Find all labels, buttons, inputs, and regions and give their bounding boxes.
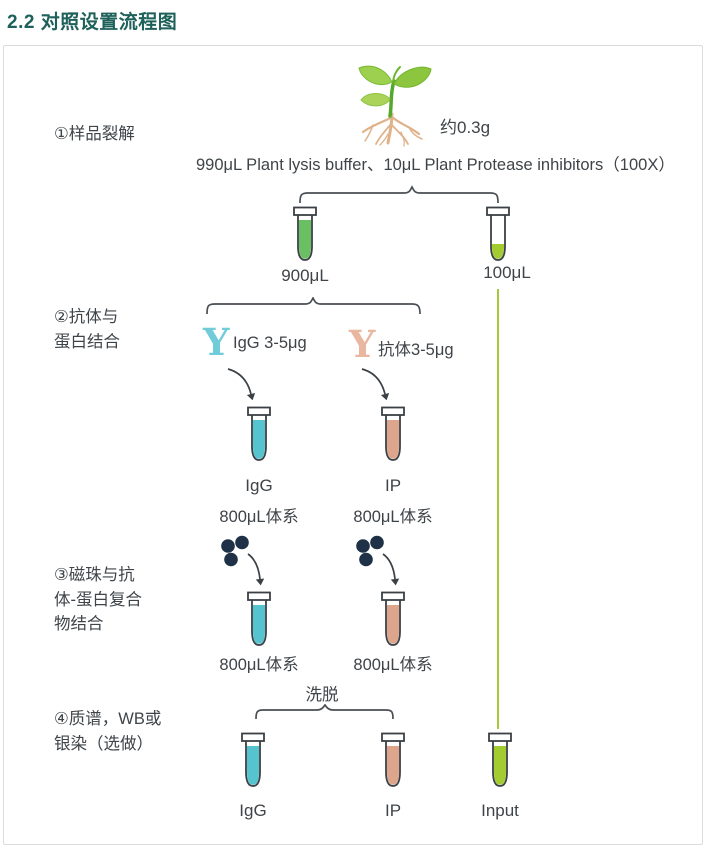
ip-system-volume: 800μL体系 <box>353 508 433 526</box>
volume-900ul-label: 900μL <box>281 266 329 285</box>
tube-100ul <box>486 206 510 261</box>
lysis-buffer-text: 990μL Plant lysis buffer、10μL Plant Prot… <box>196 156 675 174</box>
step2-line2: 蛋白结合 <box>54 332 120 351</box>
elution-brace <box>255 704 394 720</box>
plant-seedling-illustration <box>358 65 432 147</box>
tube-900ul <box>293 206 317 261</box>
igg-antibody-icon: Y <box>203 320 230 364</box>
arrow-igg-add-icon <box>227 368 256 401</box>
sample-weight-label: 约0.3g <box>440 118 491 137</box>
step3-line3: 物结合 <box>54 615 104 633</box>
elution-label: 洗脱 <box>305 686 339 704</box>
final-igg-label: IgG <box>239 801 267 820</box>
ip-beads-system-volume: 800μL体系 <box>353 656 433 674</box>
final-ip-label: IP <box>384 801 402 820</box>
step4-label: ④质谱，WB或 银染（选做） <box>54 707 161 756</box>
tube-ip-beads <box>381 591 405 646</box>
step1-label: ①样品裂解 <box>54 125 135 143</box>
tube-ip-binding <box>381 406 405 461</box>
tube-ip-final <box>381 732 405 787</box>
step4-line2: 银染（选做） <box>54 734 153 753</box>
step2-line1: ②抗体与 <box>54 308 119 326</box>
ip-antibody-icon: Y <box>349 322 376 366</box>
ip-tube-label: IP <box>384 476 402 495</box>
volume-100ul-label: 100μL <box>483 263 531 282</box>
antibody-brace <box>206 297 421 315</box>
ip-antibody-amount-label: 抗体3-5μg <box>378 341 454 359</box>
page-title: 2.2 对照设置流程图 <box>7 12 178 33</box>
final-input-label: Input <box>481 801 519 820</box>
split-brace <box>299 185 499 204</box>
igg-amount-label: IgG 3-5μg <box>233 334 307 352</box>
arrow-ab-add-icon <box>361 368 390 401</box>
step4-line1: ④质谱，WB或 <box>54 710 162 728</box>
igg-beads-system-volume: 800μL体系 <box>219 656 299 674</box>
step3-line2: 体-蛋白复合 <box>54 590 142 609</box>
tube-input-final <box>488 732 512 787</box>
magnetic-beads-igg-icon <box>221 535 265 586</box>
diagram-frame <box>3 45 703 845</box>
step3-line1: ③磁珠与抗 <box>54 566 135 584</box>
input-flow-line <box>497 289 499 729</box>
tube-igg-binding <box>247 406 271 461</box>
step2-label: ②抗体与 蛋白结合 <box>54 305 120 354</box>
tube-igg-final <box>241 732 265 787</box>
tube-igg-beads <box>247 591 271 646</box>
magnetic-beads-ip-icon <box>356 535 400 586</box>
igg-tube-label: IgG <box>245 476 273 495</box>
step3-label: ③磁珠与抗 体-蛋白复合 物结合 <box>54 563 142 637</box>
igg-system-volume: 800μL体系 <box>219 508 299 526</box>
